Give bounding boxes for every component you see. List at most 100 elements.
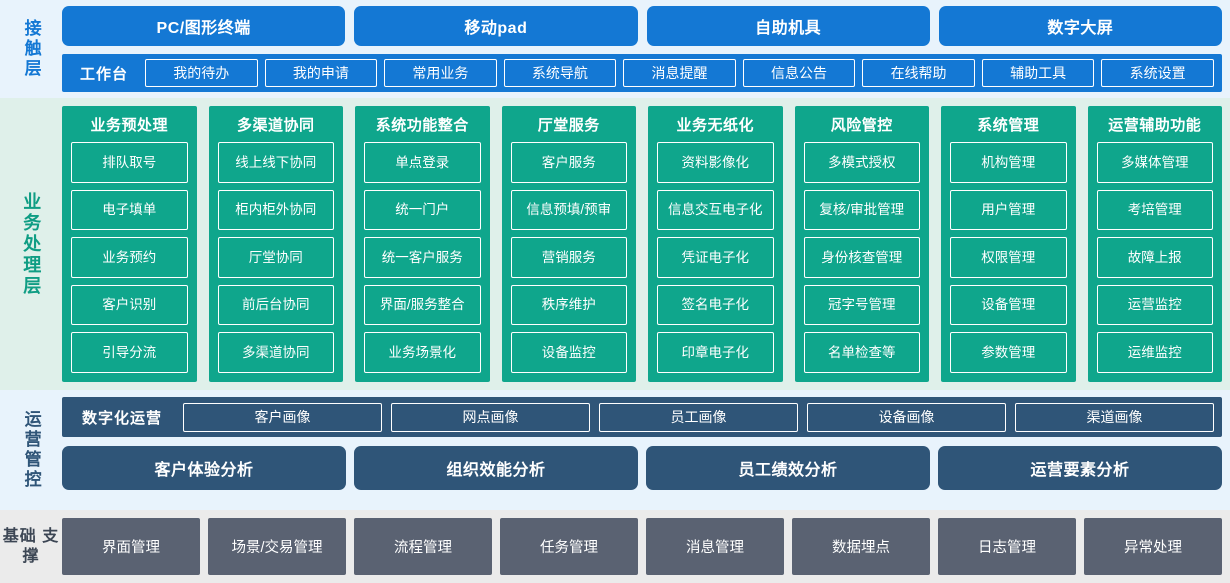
portrait-branch[interactable]: 网点画像 <box>391 402 591 432</box>
column-items: 单点登录 统一门户 统一客户服务 界面/服务整合 业务场景化 <box>364 142 481 373</box>
business-item[interactable]: 考培管理 <box>1096 189 1213 231</box>
digital-operation-bar: 数字化运营 客户画像 网点画像 员工画像 设备画像 渠道画像 <box>62 397 1222 437</box>
business-item[interactable]: 身份核查管理 <box>803 237 920 278</box>
business-column-preprocessing: 业务预处理 排队取号 电子填单 业务预约 客户识别 引导分流 <box>62 106 197 382</box>
workbench-label: 工作台 <box>80 65 129 83</box>
column-items: 多模式授权 复核/审批管理 身份核查管理 冠字号管理 名单检查等 <box>803 142 920 373</box>
layer-business-label: 业务处理层 <box>21 191 42 297</box>
business-item[interactable]: 名单检查等 <box>803 332 920 373</box>
workbench-item-common-business[interactable]: 常用业务 <box>384 59 497 87</box>
workbench-item-online-help[interactable]: 在线帮助 <box>862 59 975 87</box>
business-item[interactable]: 设备管理 <box>950 284 1067 326</box>
business-item[interactable]: 排队取号 <box>71 142 188 183</box>
business-item[interactable]: 用户管理 <box>950 189 1067 231</box>
workbench-item-information-bulletin[interactable]: 信息公告 <box>742 59 856 87</box>
base-item-data-tracking[interactable]: 数据埋点 <box>792 518 930 575</box>
column-title: 运营辅助功能 <box>1108 117 1202 134</box>
base-item-log-management[interactable]: 日志管理 <box>938 518 1076 575</box>
business-item[interactable]: 业务场景化 <box>364 332 481 373</box>
business-column-operation-support: 运营辅助功能 多媒体管理 考培管理 故障上报 运营监控 运维监控 <box>1087 106 1222 382</box>
layer-operations: 运营管控 数字化运营 客户画像 网点画像 员工画像 设备画像 渠道画像 客户体验… <box>0 390 1230 510</box>
business-item[interactable]: 参数管理 <box>950 332 1067 373</box>
business-item[interactable]: 多模式授权 <box>803 142 920 183</box>
business-item[interactable]: 界面/服务整合 <box>364 284 481 326</box>
business-item[interactable]: 凭证电子化 <box>657 237 774 278</box>
business-item[interactable]: 冠字号管理 <box>803 284 920 326</box>
business-item[interactable]: 机构管理 <box>950 142 1067 183</box>
portrait-channel[interactable]: 渠道画像 <box>1015 402 1215 432</box>
analysis-organization-efficiency[interactable]: 组织效能分析 <box>354 446 638 490</box>
column-items: 排队取号 电子填单 业务预约 客户识别 引导分流 <box>71 142 188 373</box>
business-item[interactable]: 厅堂协同 <box>217 237 334 278</box>
base-item-task-management[interactable]: 任务管理 <box>500 518 638 575</box>
business-column-hall-service: 厅堂服务 客户服务 信息预填/预审 营销服务 秩序维护 设备监控 <box>501 106 636 382</box>
business-item[interactable]: 签名电子化 <box>657 284 774 326</box>
column-title: 多渠道协同 <box>236 117 315 134</box>
workbench-item-message-reminder[interactable]: 消息提醒 <box>623 59 736 87</box>
business-item[interactable]: 客户识别 <box>71 284 188 326</box>
layer-base: 基础 支撑 界面管理 场景/交易管理 流程管理 任务管理 消息管理 数据埋点 日… <box>0 510 1230 583</box>
business-item[interactable]: 复核/审批管理 <box>803 189 920 231</box>
workbench-item-my-application[interactable]: 我的申请 <box>264 59 378 87</box>
terminal-chip-pc[interactable]: PC/图形终端 <box>62 6 346 46</box>
base-item-ui-management[interactable]: 界面管理 <box>62 518 200 575</box>
workbench-item-my-todo[interactable]: 我的待办 <box>145 59 258 87</box>
terminal-row: PC/图形终端 移动pad 自助机具 数字大屏 <box>62 6 1222 46</box>
business-item[interactable]: 柜内柜外协同 <box>217 189 334 231</box>
portrait-device[interactable]: 设备画像 <box>807 402 1007 432</box>
workbench-item-system-settings[interactable]: 系统设置 <box>1101 59 1214 87</box>
column-items: 线上线下协同 柜内柜外协同 厅堂协同 前后台协同 多渠道协同 <box>217 142 334 373</box>
workbench-item-auxiliary-tools[interactable]: 辅助工具 <box>981 59 1095 87</box>
base-item-process-management[interactable]: 流程管理 <box>354 518 492 575</box>
business-item[interactable]: 权限管理 <box>950 237 1067 278</box>
layer-operations-body: 数字化运营 客户画像 网点画像 员工画像 设备画像 渠道画像 客户体验分析 组织… <box>62 397 1222 503</box>
business-item[interactable]: 电子填单 <box>71 189 188 231</box>
business-item[interactable]: 运维监控 <box>1096 332 1213 373</box>
business-item[interactable]: 多媒体管理 <box>1096 142 1213 183</box>
business-item[interactable]: 营销服务 <box>510 237 627 278</box>
business-item[interactable]: 信息预填/预审 <box>510 189 627 231</box>
layer-operations-label: 运营管控 <box>21 410 41 490</box>
business-item[interactable]: 信息交互电子化 <box>657 189 774 231</box>
portrait-employee[interactable]: 员工画像 <box>599 402 799 432</box>
terminal-chip-self-service[interactable]: 自助机具 <box>646 6 930 46</box>
business-item[interactable]: 业务预约 <box>71 237 188 278</box>
business-column-system-management: 系统管理 机构管理 用户管理 权限管理 设备管理 参数管理 <box>941 106 1076 382</box>
business-item[interactable]: 统一门户 <box>364 189 481 231</box>
business-item[interactable]: 引导分流 <box>71 332 188 373</box>
business-item[interactable]: 资料影像化 <box>657 142 774 183</box>
business-item[interactable]: 秩序维护 <box>510 284 627 326</box>
business-column-row: 业务预处理 排队取号 电子填单 业务预约 客户识别 引导分流 多渠道协同 线上线… <box>62 106 1222 382</box>
layer-business: 业务处理层 业务预处理 排队取号 电子填单 业务预约 客户识别 引导分流 多渠道… <box>0 98 1230 390</box>
business-item[interactable]: 线上线下协同 <box>217 142 334 183</box>
portrait-customer[interactable]: 客户画像 <box>183 402 383 432</box>
business-item[interactable]: 设备监控 <box>510 332 627 373</box>
analysis-row: 客户体验分析 组织效能分析 员工绩效分析 运营要素分析 <box>62 446 1222 490</box>
business-item[interactable]: 单点登录 <box>364 142 481 183</box>
business-item[interactable]: 统一客户服务 <box>364 237 481 278</box>
terminal-chip-mobile-pad[interactable]: 移动pad <box>354 6 638 46</box>
digital-operation-label: 数字化运营 <box>82 409 163 427</box>
base-item-message-management[interactable]: 消息管理 <box>646 518 784 575</box>
layer-touch: 接触层 PC/图形终端 移动pad 自助机具 数字大屏 工作台 我的待办 我的申… <box>0 0 1230 98</box>
column-items: 资料影像化 信息交互电子化 凭证电子化 签名电子化 印章电子化 <box>657 142 774 373</box>
analysis-customer-experience[interactable]: 客户体验分析 <box>62 446 346 490</box>
business-item[interactable]: 客户服务 <box>510 142 627 183</box>
terminal-chip-digital-screen[interactable]: 数字大屏 <box>938 6 1222 46</box>
business-column-risk-control: 风险管控 多模式授权 复核/审批管理 身份核查管理 冠字号管理 名单检查等 <box>794 106 929 382</box>
business-item[interactable]: 运营监控 <box>1096 284 1213 326</box>
column-items: 机构管理 用户管理 权限管理 设备管理 参数管理 <box>950 142 1067 373</box>
base-item-row: 界面管理 场景/交易管理 流程管理 任务管理 消息管理 数据埋点 日志管理 异常… <box>62 518 1222 575</box>
business-item[interactable]: 印章电子化 <box>657 332 774 373</box>
analysis-operation-elements[interactable]: 运营要素分析 <box>938 446 1222 490</box>
business-item[interactable]: 多渠道协同 <box>217 332 334 373</box>
analysis-employee-performance[interactable]: 员工绩效分析 <box>646 446 930 490</box>
base-item-exception-handling[interactable]: 异常处理 <box>1084 518 1222 575</box>
business-item[interactable]: 前后台协同 <box>217 284 334 326</box>
workbench-item-system-navigation[interactable]: 系统导航 <box>503 59 617 87</box>
column-items: 多媒体管理 考培管理 故障上报 运营监控 运维监控 <box>1096 142 1213 373</box>
business-column-multichannel: 多渠道协同 线上线下协同 柜内柜外协同 厅堂协同 前后台协同 多渠道协同 <box>208 106 343 382</box>
business-item[interactable]: 故障上报 <box>1096 237 1213 278</box>
base-item-scene-transaction-management[interactable]: 场景/交易管理 <box>208 518 346 575</box>
